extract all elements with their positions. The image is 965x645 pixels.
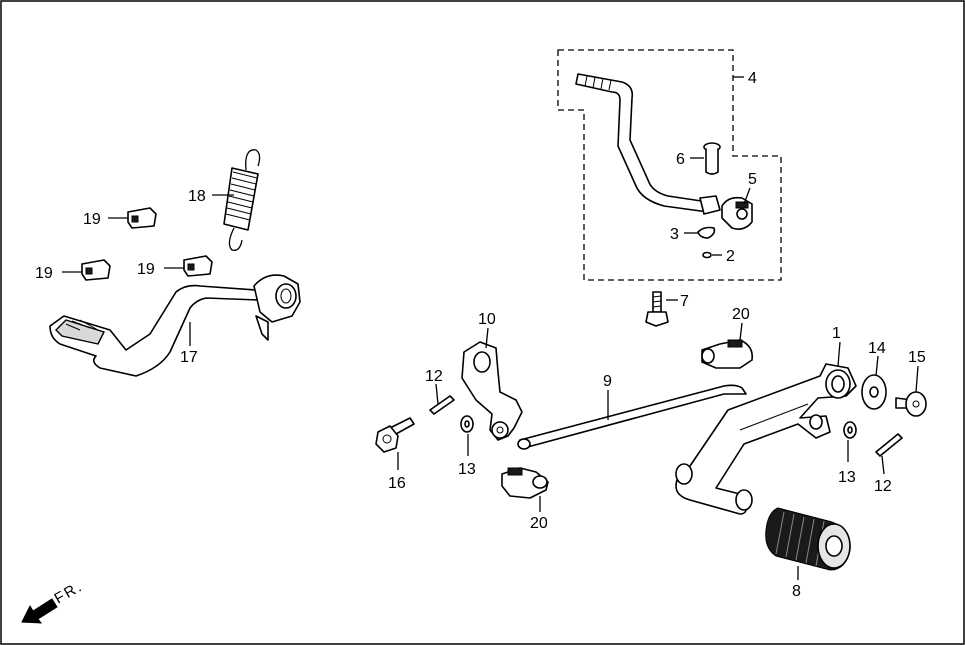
label-part-19-middle: 19 [137,261,155,278]
pedal-bolt-part [895,391,927,417]
label-part-7: 7 [680,293,689,310]
rod-end-joint-lower [501,467,549,499]
clip-part [697,226,716,239]
pivot-bolt-part [375,417,415,453]
label-part-13-left: 13 [458,461,476,478]
label-part-20-upper: 20 [732,306,750,323]
pin-part [703,142,721,175]
cotter-pin-left [429,395,455,415]
shift-arm-part [461,341,523,441]
label-part-3: 3 [670,226,679,243]
rubber-cap-2 [183,255,213,277]
spring-part [223,149,261,251]
label-part-16: 16 [388,475,406,492]
washer-left [460,415,474,433]
clamp-part [721,196,753,230]
brake-pedal-part [49,274,301,377]
rod-end-joint-upper [701,339,754,369]
rubber-cap-1 [127,207,157,229]
label-part-6: 6 [676,151,685,168]
label-part-5: 5 [748,171,757,188]
shift-rod-part [517,384,747,450]
label-part-19-left: 19 [35,265,53,282]
label-part-1: 1 [832,325,841,342]
label-part-8: 8 [792,583,801,600]
label-part-20-lower: 20 [530,515,548,532]
bolt-part [645,291,669,327]
label-part-2: 2 [726,248,735,265]
front-direction-label: FR. [52,578,87,608]
label-part-13-right: 13 [838,469,856,486]
label-part-17: 17 [180,349,198,366]
label-part-4: 4 [748,70,757,87]
leader-lines [62,76,919,580]
rubber-cap-3 [81,259,111,281]
sub-assembly-box [557,49,782,281]
gear-shift-pedal-part [675,363,857,515]
washer-right [843,421,857,439]
small-pin-part [702,251,712,259]
label-part-19-top: 19 [83,211,101,228]
label-part-10: 10 [478,311,496,328]
front-direction-indicator: FR. [21,578,87,624]
label-part-18: 18 [188,188,206,205]
front-arrow-icon [21,598,58,624]
kick-lever-part [575,73,721,215]
label-part-14: 14 [868,340,886,357]
label-part-12-right: 12 [874,478,892,495]
label-part-15: 15 [908,349,926,366]
cotter-pin-right [875,433,903,457]
large-washer-part [861,374,887,410]
label-part-9: 9 [603,373,612,390]
label-part-12-left: 12 [425,368,443,385]
rubber-grip-part [765,507,851,571]
